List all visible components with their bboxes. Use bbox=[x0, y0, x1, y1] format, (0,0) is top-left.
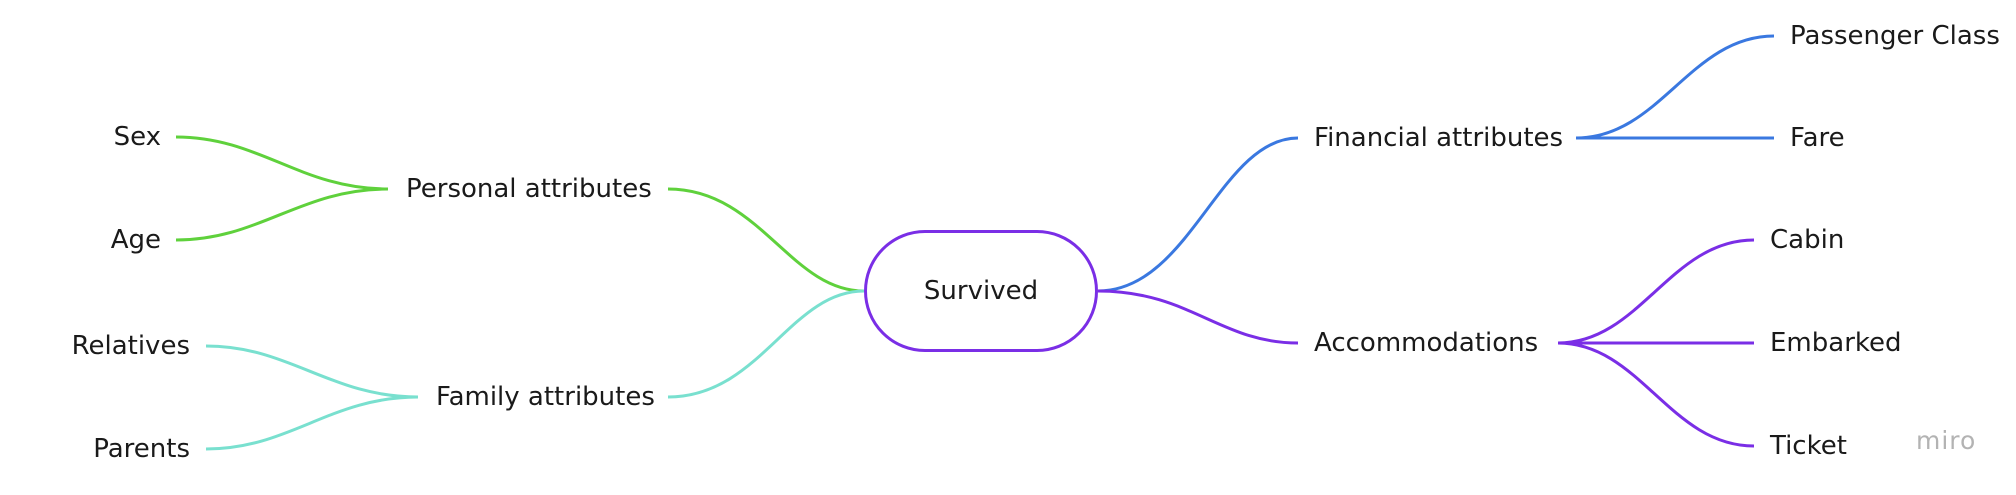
node-passenger-class[interactable]: Passenger Class bbox=[1790, 21, 2000, 51]
edge-acc-ticket bbox=[1557, 341, 1755, 448]
node-family-attributes[interactable]: Family attributes bbox=[436, 382, 655, 412]
edge-financial-class bbox=[1575, 34, 1775, 140]
edge-family-parents bbox=[205, 395, 419, 451]
node-financial-attributes[interactable]: Financial attributes bbox=[1314, 123, 1564, 153]
node-parents[interactable]: Parents bbox=[93, 434, 190, 464]
root-label: Survived bbox=[923, 276, 1039, 306]
node-accommodations[interactable]: Accommodations bbox=[1314, 328, 1539, 358]
node-personal-attributes[interactable]: Personal attributes bbox=[406, 174, 652, 204]
edge-personal-sex bbox=[175, 135, 389, 191]
miro-logo: miro bbox=[1916, 426, 1977, 455]
root-node[interactable]: Survived bbox=[864, 230, 1098, 352]
edge-root-personal bbox=[667, 187, 865, 293]
node-embarked[interactable]: Embarked bbox=[1770, 328, 1902, 358]
node-age[interactable]: Age bbox=[110, 225, 161, 255]
edge-family-relatives bbox=[205, 344, 419, 399]
edge-root-family bbox=[667, 289, 865, 399]
node-cabin[interactable]: Cabin bbox=[1770, 225, 1845, 255]
edge-acc-cabin bbox=[1557, 238, 1755, 345]
node-relatives[interactable]: Relatives bbox=[71, 331, 190, 361]
edge-root-financial bbox=[1097, 136, 1299, 293]
node-fare[interactable]: Fare bbox=[1790, 123, 1845, 153]
edge-personal-age bbox=[175, 187, 389, 242]
edge-root-accommodations bbox=[1097, 289, 1299, 345]
node-sex[interactable]: Sex bbox=[113, 122, 161, 152]
node-ticket[interactable]: Ticket bbox=[1770, 431, 1847, 461]
